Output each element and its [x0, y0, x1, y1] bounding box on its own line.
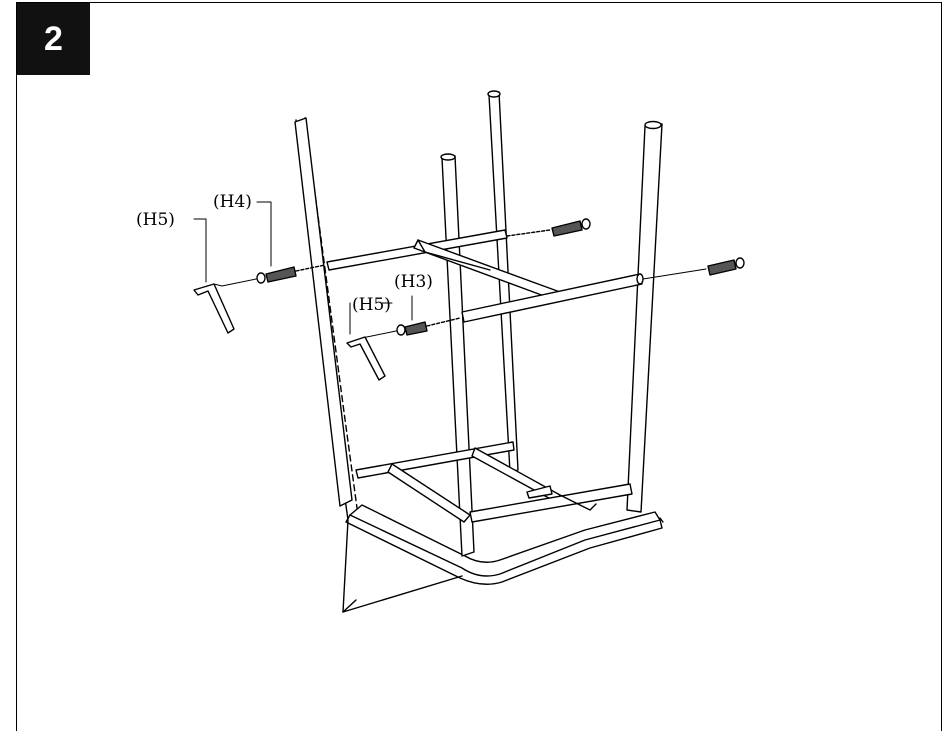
rear-leg-center — [487, 90, 519, 473]
lower-stretchers — [355, 441, 633, 523]
allen-key-left — [193, 283, 235, 334]
bolt-right — [642, 257, 745, 280]
callout-h5-middle: (H5) — [352, 295, 391, 315]
back-leg-left — [294, 117, 353, 507]
callout-h5-left: (H5) — [136, 210, 175, 230]
front-leg-left — [440, 153, 475, 557]
bolt-h4 — [221, 264, 326, 287]
callout-leaders — [193, 201, 413, 335]
callout-h3: (H3) — [394, 272, 433, 292]
instruction-frame — [16, 2, 942, 731]
bolt-h3 — [361, 317, 461, 339]
front-leg-right — [626, 120, 663, 513]
step-number-badge: 2 — [17, 3, 90, 75]
seat — [345, 504, 664, 585]
bolt-top-right — [506, 218, 591, 237]
upper-stretchers — [326, 229, 644, 323]
callout-h4: (H4) — [213, 192, 252, 212]
allen-key-middle — [346, 336, 386, 381]
